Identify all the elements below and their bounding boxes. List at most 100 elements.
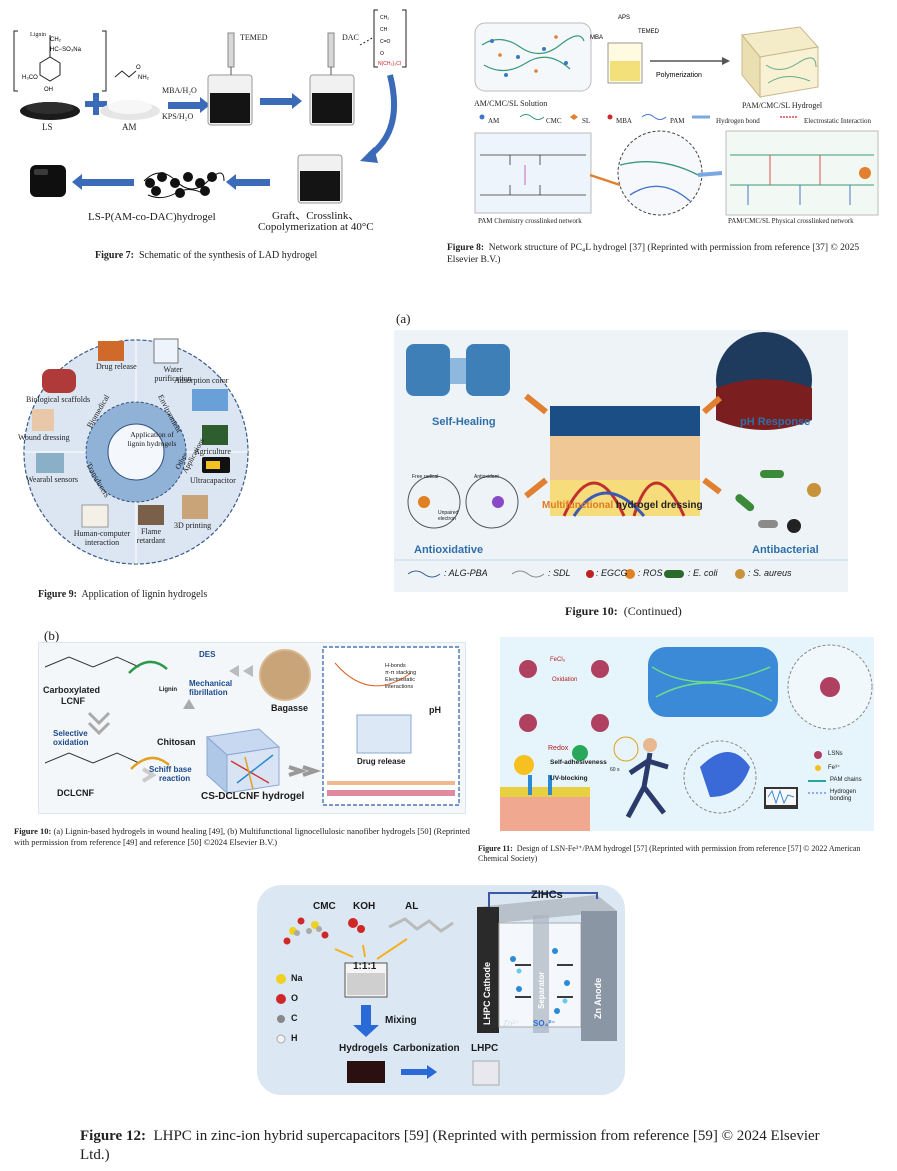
- figure-8-caption-label: Figure 8:: [447, 243, 484, 253]
- legend-sdl: : SDL: [548, 568, 571, 578]
- figure-8-caption: Figure 8: Network structure of PC₄L hydr…: [447, 242, 887, 266]
- svg-text:CH: CH: [380, 27, 388, 33]
- chitosan-label: Chitosan: [157, 737, 196, 747]
- figure-11: FeCl₃ Oxidation Redox 60 s Self-adhesive…: [500, 637, 874, 831]
- svg-text:O: O: [380, 51, 384, 57]
- figure-9-caption: Figure 9: Application of lignin hydrogel…: [38, 589, 207, 601]
- figure-9: Application of lignin hydrogels Biomedic…: [18, 325, 268, 580]
- product-label: LS-P(AM-co-DAC)hydrogel: [88, 211, 216, 223]
- svg-text:CH₂: CH₂: [380, 15, 389, 21]
- figure-12-caption: Figure 12: LHPC in zinc-ion hybrid super…: [80, 1127, 820, 1165]
- figure-9-caption-label: Figure 9:: [38, 589, 77, 600]
- time-label: 60 s: [610, 767, 619, 773]
- legend-hbond: Hydrogen bond: [716, 117, 760, 125]
- figure-9-caption-text: Application of lignin hydrogels: [81, 589, 207, 600]
- figure-10a-caption-label: Figure 10:: [565, 604, 618, 618]
- multifunctional-rest: hydrogel dressing: [616, 500, 703, 511]
- hydrogel-label: PAM/CMC/SL Hydrogel: [742, 101, 822, 110]
- phys-network-label: PAM/CMC/SL Physical crosslinked network: [728, 217, 854, 225]
- svg-text:O: O: [136, 65, 141, 71]
- redox-label: Redox: [548, 745, 568, 752]
- interaction-pi: π-π stacking: [385, 670, 416, 677]
- figure-11-caption: Figure 11: Design of LSN-Fe³⁺/PAM hydrog…: [478, 844, 893, 864]
- cs-hydrogel-label: CS-DCLCNF hydrogel: [201, 791, 304, 802]
- mechanical-label: Mechanical: [189, 679, 232, 688]
- legend-pam-chains: PAM chains: [830, 777, 862, 783]
- figure-8-caption-text: Network structure of PC₄L hydrogel [37] …: [447, 243, 859, 265]
- cathode-label: LHPC Cathode: [482, 962, 492, 1025]
- legend-alg-pba: : ALG-PBA: [444, 568, 488, 578]
- interaction-interactions: interactions: [385, 684, 416, 691]
- svg-text:MBA: MBA: [590, 35, 603, 41]
- al-label: AL: [405, 901, 418, 912]
- figure-12-illustration: [257, 885, 625, 1095]
- item-ultracapacitor: Ultracapacitor: [190, 476, 236, 485]
- drug-release-label: Drug release: [357, 757, 405, 766]
- legend-pam: PAM: [670, 117, 685, 125]
- des-label: DES: [199, 650, 215, 659]
- fig10a-panel-label: (a): [396, 311, 410, 327]
- schiff-label-2: reaction: [159, 774, 190, 783]
- interaction-electrostatic: Electrostatic: [385, 677, 416, 684]
- element-o: O: [291, 993, 298, 1003]
- unpaired-label: Unpaired electron: [438, 510, 468, 522]
- lhpc-label: LHPC: [471, 1043, 498, 1054]
- hydrogels-label: Hydrogels: [339, 1043, 388, 1054]
- carboxylated-label: Carboxylated: [43, 685, 100, 695]
- legend-mba: MBA: [616, 117, 632, 125]
- uv-blocking-label: UV-blocking: [550, 775, 588, 782]
- figure-7: H₃CO OH HC−SO₃Na CH₂ O NH₂ CH₂: [10, 5, 410, 250]
- temed-label: TEMED: [240, 33, 268, 42]
- figure-11-illustration: [500, 637, 874, 831]
- am-label: AM: [122, 122, 137, 132]
- legend-egcg: : EGCG: [596, 568, 628, 578]
- figure-10b: Carboxylated LCNF DES Mechanical fibrill…: [38, 642, 466, 814]
- figure-7-caption-label: Figure 7:: [95, 250, 134, 261]
- svg-text:C=O: C=O: [380, 39, 391, 45]
- figure-12-caption-label: Figure 12:: [80, 1128, 146, 1144]
- self-healing-label: Self-Healing: [432, 416, 496, 428]
- kps-label: KPS/H₂O: [162, 112, 193, 121]
- multifunctional-label: Multifunctional hydrogel dressing: [542, 500, 703, 511]
- mixing-label: Mixing: [385, 1015, 417, 1026]
- svg-text:Polymerization: Polymerization: [656, 72, 702, 79]
- figure-12-caption-text: LHPC in zinc-ion hybrid supercapacitors …: [80, 1128, 820, 1163]
- item-human-computer: Human-computer interaction: [70, 529, 134, 547]
- item-wearable-sensors: Wearabl sensors: [26, 475, 78, 484]
- zihcs-label: ZIHCs: [531, 889, 563, 901]
- separator-label: Separator: [537, 972, 546, 1009]
- element-h: H: [291, 1033, 298, 1043]
- lcnf-label: LCNF: [61, 696, 85, 706]
- figure-10a-caption-text: (Continued): [624, 604, 682, 618]
- ph-label: pH: [429, 705, 441, 715]
- figure-7-caption: Figure 7: Schematic of the synthesis of …: [95, 250, 317, 262]
- dclcnf-label: DCLCNF: [57, 788, 94, 798]
- svg-text:CH₂: CH₂: [50, 37, 62, 43]
- legend-am: AM: [488, 117, 499, 125]
- oxidation-label-11: Oxidation: [552, 677, 577, 683]
- legend-ros: : ROS: [638, 568, 663, 578]
- antioxidative-label: Antioxidative: [414, 544, 483, 556]
- svg-text:OH: OH: [44, 87, 53, 93]
- svg-text:H₃CO: H₃CO: [22, 75, 38, 81]
- legend-ecoli: : E. coli: [688, 568, 718, 578]
- item-agriculture: Agriculture: [194, 447, 231, 456]
- interaction-hbonds: H-bonds: [385, 663, 416, 670]
- chem-network-label: PAM Chemistry crosslinked network: [478, 217, 582, 225]
- interactions-legend: H-bonds π-π stacking Electrostatic inter…: [385, 663, 416, 691]
- figure-7-caption-text: Schematic of the synthesis of LAD hydrog…: [139, 250, 317, 261]
- bagasse-label: Bagasse: [271, 703, 308, 713]
- mba-label: MBA/H₂O: [162, 86, 197, 95]
- item-flame-retardant: Flame retardant: [130, 527, 172, 545]
- figure-10b-caption: Figure 10: (a) Lignin-based hydrogels in…: [14, 826, 482, 848]
- svg-text:APS: APS: [618, 15, 630, 21]
- dac-label: DAC: [342, 33, 359, 42]
- figure-11-caption-text: Design of LSN-Fe³⁺/PAM hydrogel [57] (Re…: [478, 844, 860, 863]
- lignin-label: Lignin: [30, 32, 46, 38]
- copoly-label: Copolymerization at 40°C: [258, 221, 374, 233]
- carbonization-label: Carbonization: [393, 1043, 460, 1054]
- solution-label: AM/CMC/SL Solution: [474, 99, 547, 108]
- legend-lsns: LSNs: [828, 751, 843, 757]
- koh-label: KOH: [353, 901, 375, 912]
- zn-label: Zn²⁺: [503, 1019, 519, 1028]
